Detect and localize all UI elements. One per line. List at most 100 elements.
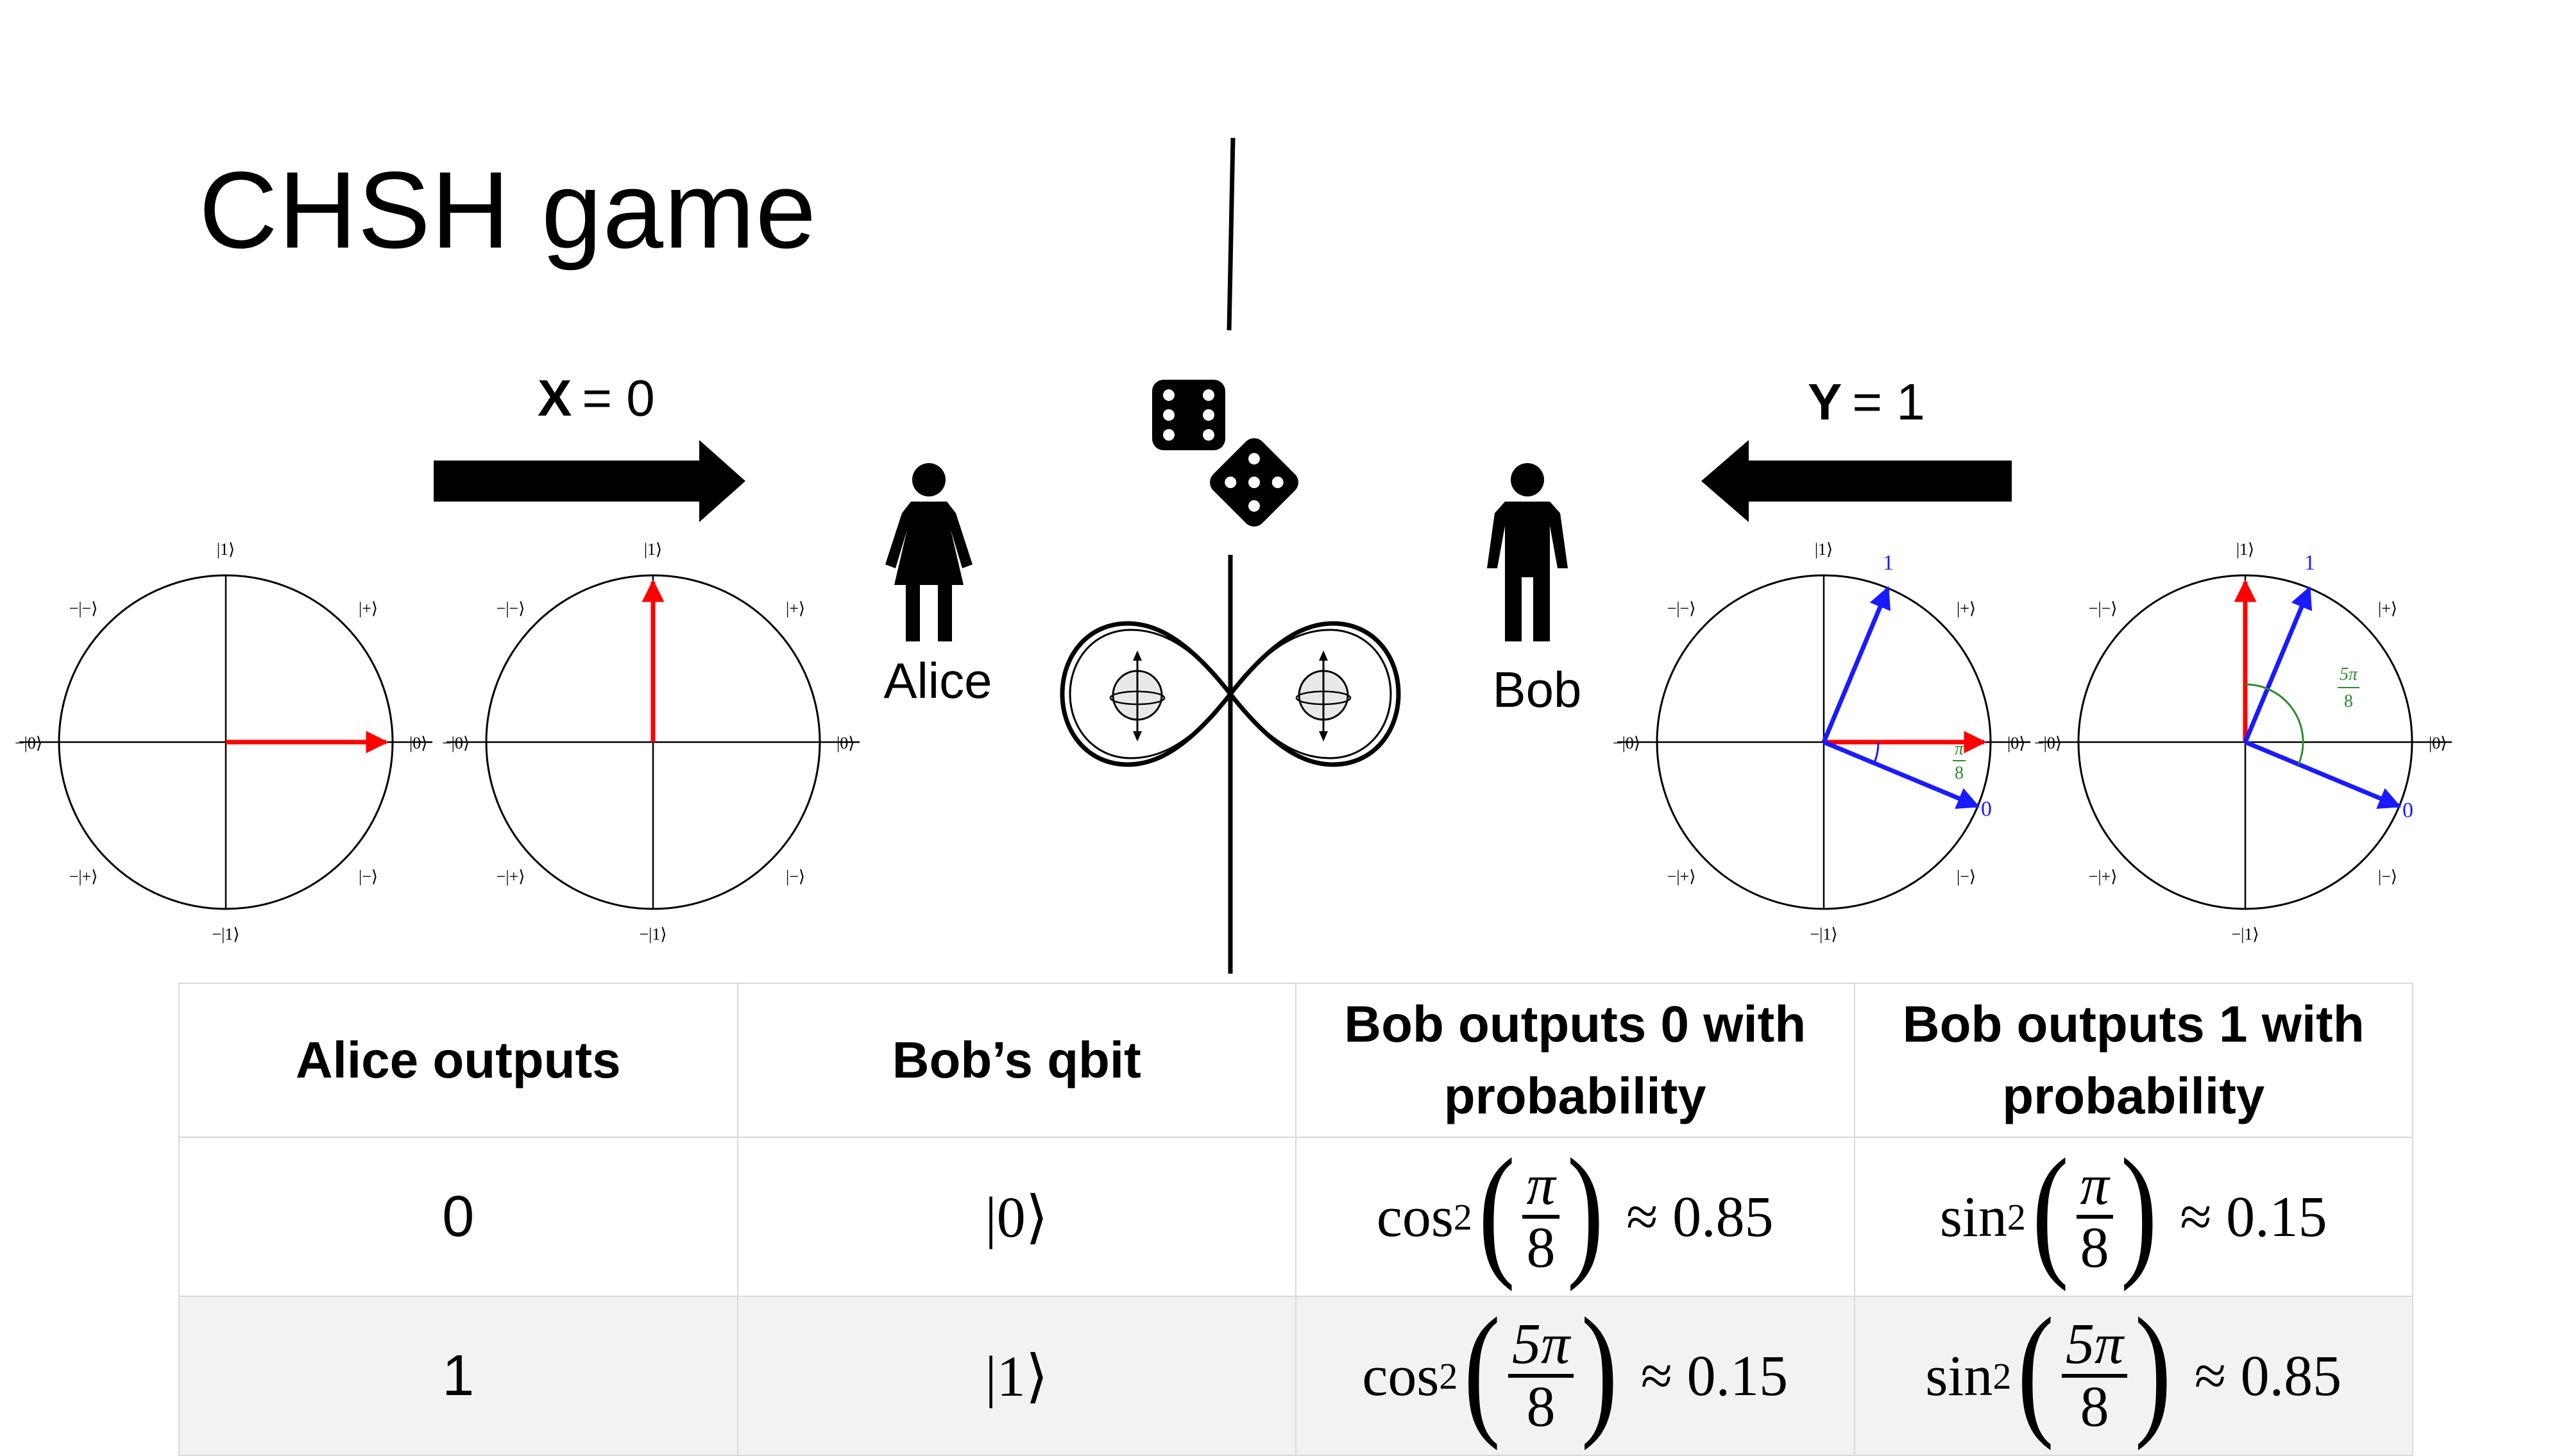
formula-approx: ≈ 0.85 bbox=[2194, 1344, 2342, 1408]
formula-denominator: 8 bbox=[1526, 1216, 1556, 1280]
circle-label-left: −|0⟩ bbox=[15, 734, 42, 752]
circle-label-bottom-right: |−⟩ bbox=[1957, 867, 1976, 886]
unit-circle-bob-1 bbox=[1616, 574, 2032, 910]
table-header-row: Alice outputs Bob’s qbit Bob outputs 0 w… bbox=[178, 983, 2413, 1138]
circle-label-bottom-right: |−⟩ bbox=[2378, 867, 2397, 886]
circle-label-top-left: −|−⟩ bbox=[497, 599, 525, 618]
circle-label-top-left: −|−⟩ bbox=[1667, 599, 1696, 618]
formula-denominator: 8 bbox=[2080, 1216, 2109, 1280]
basis-vector-1 bbox=[1821, 586, 1891, 743]
header-bob-qbit: Bob’s qbit bbox=[736, 983, 1296, 1138]
basis-vector-0 bbox=[2244, 740, 2402, 809]
circle-label-top-left: −|−⟩ bbox=[69, 599, 98, 618]
angle-numerator: π bbox=[1955, 739, 1964, 759]
y-input-label: Y= 1 bbox=[1808, 373, 1925, 430]
formula-func: cos bbox=[1376, 1185, 1454, 1249]
angle-denominator: 8 bbox=[1955, 763, 1964, 783]
angle-numerator: 5π bbox=[2340, 665, 2358, 684]
formula-approx: ≈ 0.15 bbox=[2180, 1185, 2327, 1249]
basis-label-0: 0 bbox=[2402, 799, 2413, 822]
basis-label-0: 0 bbox=[1981, 797, 1992, 821]
basis-vector-0 bbox=[1823, 740, 1980, 809]
bob-label: Bob bbox=[1493, 661, 1582, 718]
circle-label-top-right: |+⟩ bbox=[1957, 599, 1976, 618]
formula-power: 2 bbox=[2007, 1196, 2026, 1238]
header-alice-outputs: Alice outputs bbox=[178, 983, 738, 1138]
formula-numerator: 5π bbox=[2062, 1315, 2128, 1378]
formula-func: sin bbox=[1925, 1344, 1993, 1408]
circle-label-bottom: −|1⟩ bbox=[639, 925, 667, 944]
person-icon bbox=[1487, 463, 1568, 641]
circle-label-top-left: −|−⟩ bbox=[2089, 599, 2118, 618]
circle-label-bottom-left: −|+⟩ bbox=[69, 867, 98, 886]
formula-numerator: 5π bbox=[1508, 1315, 1574, 1378]
circle-label-right: |0⟩ bbox=[837, 734, 854, 752]
formula-denominator: 8 bbox=[2080, 1375, 2109, 1439]
person-icon bbox=[885, 463, 973, 641]
divider-top bbox=[1227, 137, 1236, 331]
circle-label-right: |0⟩ bbox=[2429, 734, 2447, 752]
x-input-label: X= 0 bbox=[538, 369, 655, 427]
formula-power: 2 bbox=[1992, 1355, 2012, 1397]
cell-alice-output: 0 bbox=[178, 1137, 738, 1297]
circle-label-bottom: −|1⟩ bbox=[2231, 925, 2259, 944]
header-bob-outputs-1: Bob outputs 1 with probability bbox=[1853, 983, 2413, 1138]
formula-approx: ≈ 0.85 bbox=[1626, 1185, 1774, 1249]
circle-label-top: |1⟩ bbox=[1815, 540, 1833, 559]
angle-denominator: 8 bbox=[2344, 691, 2353, 711]
unit-circle-alice-1 bbox=[18, 574, 434, 910]
dice-icon bbox=[1210, 438, 1298, 527]
formula-power: 2 bbox=[1453, 1196, 1472, 1238]
circle-label-bottom-right: |−⟩ bbox=[359, 867, 378, 886]
formula-func: cos bbox=[1362, 1344, 1440, 1408]
formula-numerator: π bbox=[2076, 1156, 2113, 1219]
arrow-left-icon bbox=[1701, 440, 2012, 522]
basis-vector-1 bbox=[2243, 586, 2313, 743]
cell-alice-output: 1 bbox=[178, 1296, 738, 1456]
circle-label-bottom-left: −|+⟩ bbox=[1667, 867, 1696, 886]
circle-label-top-right: |+⟩ bbox=[786, 599, 805, 618]
formula-power: 2 bbox=[1439, 1355, 1458, 1397]
circle-label-top-right: |+⟩ bbox=[2378, 599, 2397, 618]
page-title: CHSH game bbox=[199, 149, 817, 271]
header-bob-outputs-0: Bob outputs 0 with probability bbox=[1295, 983, 1855, 1138]
circle-label-top: |1⟩ bbox=[644, 540, 662, 559]
circle-label-left: −|0⟩ bbox=[442, 734, 470, 752]
formula-approx: ≈ 0.15 bbox=[1640, 1344, 1789, 1408]
circle-label-bottom: −|1⟩ bbox=[1810, 925, 1837, 944]
arrow-right-icon bbox=[434, 440, 745, 522]
dice-icon bbox=[1152, 380, 1225, 450]
probability-table: Alice outputs Bob’s qbit Bob outputs 0 w… bbox=[178, 983, 2413, 1456]
circle-label-top: |1⟩ bbox=[2236, 540, 2254, 559]
bloch-sphere-icon bbox=[1295, 650, 1352, 741]
circle-label-top-right: |+⟩ bbox=[359, 599, 378, 618]
circle-label-bottom-left: −|+⟩ bbox=[497, 867, 525, 886]
circle-label-right: |0⟩ bbox=[409, 734, 427, 752]
basis-label-1: 1 bbox=[1883, 551, 1894, 575]
circle-label-top: |1⟩ bbox=[217, 540, 235, 559]
unit-circle-alice-2 bbox=[445, 574, 861, 910]
basis-label-1: 1 bbox=[2304, 551, 2315, 575]
infinity-entanglement-icon bbox=[1060, 621, 1401, 767]
circle-label-bottom-right: |−⟩ bbox=[786, 867, 805, 886]
circle-label-right: |0⟩ bbox=[2007, 734, 2025, 752]
unit-circle-bob-2 bbox=[2037, 574, 2453, 910]
cell-bob-qbit: |0⟩ bbox=[736, 1137, 1296, 1297]
formula-denominator: 8 bbox=[1526, 1375, 1556, 1439]
formula-numerator: π bbox=[1522, 1156, 1559, 1219]
bloch-sphere-icon bbox=[1109, 650, 1166, 741]
circle-label-left: −|0⟩ bbox=[2034, 734, 2062, 752]
circle-label-bottom-left: −|+⟩ bbox=[2089, 867, 2118, 886]
circle-label-bottom: −|1⟩ bbox=[212, 925, 239, 944]
